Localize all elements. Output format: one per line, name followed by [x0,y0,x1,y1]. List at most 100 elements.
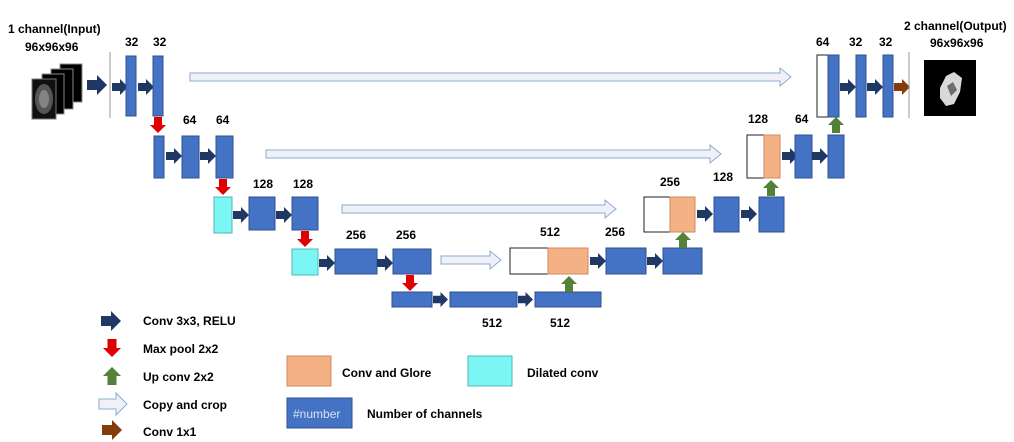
legend-copy-arrow [98,391,128,417]
block-enc4-b [392,248,432,275]
conv-arrow [433,292,448,307]
conv-arrow [276,207,292,223]
label-dec4-in: 512 [540,225,560,239]
label-dec3-out: 128 [713,170,733,184]
upconv-arrow [828,117,844,133]
conv-arrow [697,206,713,222]
label-enc1-b: 32 [153,35,167,49]
label-enc2-a: 64 [183,113,197,127]
label-dec4-out: 256 [605,225,625,239]
legend-upconv-arrow [103,367,121,385]
maxpool-arrow [215,179,231,195]
conv-arrow [87,75,107,95]
block-dec1-in [827,54,840,118]
block-enc4-a [334,248,378,275]
upconv-arrow [561,276,577,292]
block-enc2-b [215,135,234,179]
copied-features-dec2 [746,134,765,179]
block-dec4-a [605,247,647,275]
legend-upconv-label: Up conv 2x2 [143,370,214,384]
label-enc1-a: 32 [125,35,139,49]
glore-block-dec4 [547,247,589,275]
label-dec1-a: 32 [849,35,863,49]
block-enc2-a [181,135,200,179]
legend-maxpool-arrow [103,339,121,357]
block-dec1-b [882,54,894,118]
input-image-stack [31,63,83,120]
legend-copy-label: Copy and crop [143,398,227,412]
legend-channels-label: Number of channels [367,407,483,421]
block-bottleneck-in [391,291,433,308]
copy-arrow-level4 [440,249,502,271]
block-enc3-b [291,196,319,231]
legend-conv-arrow [101,311,121,331]
maxpool-arrow [297,231,313,247]
legend-glore-swatch [286,355,332,387]
dilated-block-enc4 [291,248,319,276]
dilated-block-enc3 [213,196,233,234]
label-bottleneck-a: 512 [482,316,502,330]
copied-features-dec4 [509,247,549,275]
block-bottleneck-a [449,291,518,308]
conv1x1-arrow [894,79,910,95]
label-dec1-in: 64 [816,35,830,49]
label-enc3-b: 128 [293,177,313,191]
maxpool-arrow [150,117,166,133]
block-enc3-a [248,196,276,231]
legend-dilated-label: Dilated conv [527,366,599,380]
conv-arrow [812,148,828,164]
conv-arrow [200,148,216,164]
conv-arrow [647,253,663,269]
legend-conv-label: Conv 3x3, RELU [143,314,236,328]
label-dec1-b: 32 [879,35,893,49]
upconv-arrow [675,232,691,248]
block-dec3-b [758,196,785,233]
copied-features-dec3 [643,196,671,233]
glore-block-dec3 [669,196,696,233]
copied-features-dec1 [816,54,829,118]
copy-arrow-level1 [189,66,792,88]
conv-arrow [590,253,606,269]
maxpool-arrow [402,275,418,291]
block-dec1-a [855,54,867,118]
block-dec2-b [827,134,845,179]
copy-arrow-level3 [341,198,617,220]
conv-arrow [138,79,154,95]
legend-channel-swatch-text: #number [293,407,340,421]
input-title: 1 channel(Input) [8,22,101,36]
input-size: 96x96x96 [25,40,79,54]
block-dec4-b [662,247,703,275]
legend-dilated-swatch [467,355,513,387]
label-enc2-b: 64 [216,113,230,127]
conv-arrow [166,148,182,164]
legend-conv1x1-arrow [102,420,122,440]
copy-arrow-level2 [265,143,722,165]
block-dec2-a [794,134,813,179]
conv-arrow [233,207,249,223]
legend-glore-label: Conv and Glore [342,366,432,380]
conv-arrow [377,255,393,271]
conv-arrow [319,255,335,271]
label-dec3-in: 256 [660,175,680,189]
conv-arrow [518,292,533,307]
upconv-arrow [763,180,779,196]
block-enc1-b [152,55,164,117]
output-segmentation-image [924,60,976,116]
output-title: 2 channel(Output) [904,19,1007,33]
label-enc4-b: 256 [396,228,416,242]
conv-arrow [867,79,883,95]
conv-arrow [840,79,856,95]
conv-arrow [741,206,757,222]
legend-channel-swatch [286,397,353,429]
block-bottleneck-b [534,291,602,308]
label-enc4-a: 256 [346,228,366,242]
output-size: 96x96x96 [930,36,984,50]
glore-block-dec2 [763,134,781,179]
label-enc3-a: 128 [253,177,273,191]
label-dec2-out: 64 [795,112,809,126]
legend-maxpool-label: Max pool 2x2 [143,342,219,356]
label-dec2-in: 128 [748,112,768,126]
label-bottleneck-b: 512 [550,316,570,330]
